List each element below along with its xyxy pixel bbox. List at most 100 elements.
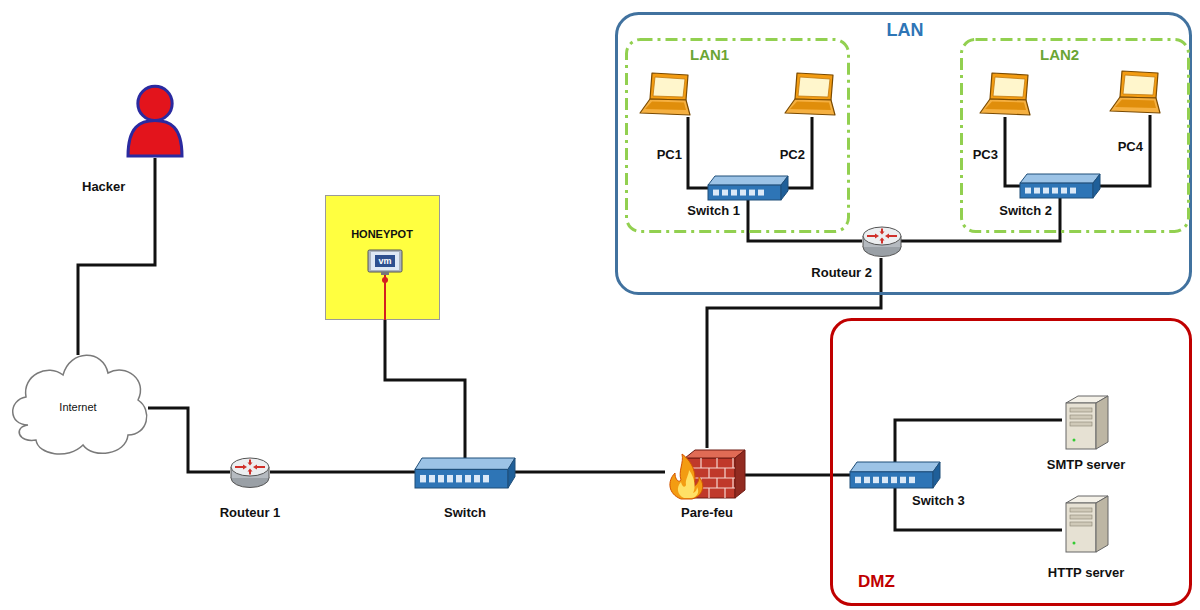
icon-part [867, 229, 897, 244]
icon-part [1020, 174, 1100, 183]
network-link [745, 474, 850, 477]
icon-part [909, 477, 915, 483]
laptop-symbol [785, 72, 835, 117]
icon-part [415, 469, 508, 488]
icon-part [758, 190, 764, 196]
icon-part [438, 475, 444, 482]
server-node: HTTP server [1062, 495, 1110, 553]
internet-cloud: Internet [8, 355, 148, 460]
icon-part [415, 458, 515, 469]
zone-title: LAN1 [690, 46, 729, 63]
router-symbol [230, 455, 270, 489]
vm-tag: vm [378, 255, 391, 267]
icon-part [708, 488, 709, 498]
switch-node: Switch [415, 458, 515, 488]
icon-part [832, 320, 1191, 605]
icon-part [990, 73, 1028, 100]
network-link [385, 320, 465, 458]
icon-part [1073, 542, 1076, 545]
switch-node: Switch 3 [850, 462, 940, 488]
icon-part [1123, 75, 1155, 95]
icon-part [447, 475, 453, 482]
lan-zone: PC1PC2Switch 1LAN1PC3PC4Switch 2LAN2Rout… [615, 12, 1192, 295]
icon-part [863, 227, 901, 245]
icon-part [375, 255, 395, 267]
icon-part [1043, 188, 1049, 194]
icon-part [850, 472, 933, 488]
device-label: Switch 3 [912, 494, 965, 509]
icon-part [731, 190, 737, 196]
pc-node: PC4 [1110, 70, 1160, 115]
icon-part [864, 477, 870, 483]
icon-part [1020, 183, 1093, 198]
lan1-zone: PC1PC2Switch 1LAN1 [625, 38, 850, 233]
icon-part [732, 458, 733, 468]
icon-part [248, 469, 253, 472]
icon-part [508, 458, 515, 488]
dmz-zone: Switch 3 SMTP serverHTTP serverDMZ [830, 318, 1192, 606]
icon-part [1034, 188, 1040, 194]
icon-part [735, 450, 745, 498]
laptop-symbol [980, 72, 1030, 117]
icon-part [1070, 515, 1092, 519]
zone-title: DMZ [858, 572, 895, 592]
network-link [895, 420, 1062, 462]
icon-part [13, 355, 147, 454]
zone-title: LAN2 [1040, 46, 1079, 63]
icon-part [880, 232, 885, 235]
icon-part [933, 462, 940, 488]
network-link [515, 471, 665, 474]
icon-part [708, 185, 781, 200]
icon-part [653, 77, 685, 97]
icon-part [368, 250, 402, 272]
zone-outline [960, 38, 1190, 233]
icon-part [1025, 188, 1031, 194]
device-label: Switch [444, 506, 486, 521]
hacker-figure [122, 80, 188, 158]
icon-part [724, 468, 725, 478]
device-label: Pare-feu [681, 506, 733, 521]
pc-node: PC3 [980, 72, 1030, 117]
icon-part [891, 477, 897, 483]
switch-symbol [415, 458, 515, 488]
icon-part [678, 470, 698, 498]
device-label: Hacker [82, 180, 125, 195]
pc-node: PC2 [785, 72, 835, 117]
network-link [748, 200, 862, 241]
icon-part [873, 477, 879, 483]
icon-part [700, 458, 701, 468]
network-link [1100, 115, 1150, 186]
firewall-node: Pare-feu [665, 448, 745, 500]
device-label: SMTP server [1047, 458, 1126, 473]
icon-part [456, 475, 462, 482]
icon-part [627, 40, 849, 232]
icon-part [650, 73, 688, 100]
cloud-label: Internet [59, 401, 96, 414]
switch-node: Switch 2 [1020, 174, 1100, 198]
device-label: Routeur 1 [220, 506, 281, 521]
hacker-node: Hacker [122, 80, 188, 158]
device-label: PC3 [973, 148, 998, 163]
router-node: Routeur 1 [230, 455, 270, 489]
icon-part [1096, 496, 1108, 552]
zone-title: LAN [887, 20, 924, 41]
icon-part [371, 252, 399, 270]
device-label: Switch 1 [687, 204, 740, 219]
icon-part [790, 102, 831, 111]
icon-part [382, 277, 388, 283]
icon-part [326, 196, 440, 320]
icon-part [1070, 522, 1092, 526]
icon-part [645, 102, 686, 111]
icon-part [880, 238, 885, 241]
lan2-zone: PC3PC4Switch 2LAN2 [960, 38, 1190, 233]
icon-part [231, 458, 269, 476]
icon-part [381, 272, 389, 275]
icon-part [1066, 503, 1096, 552]
device-label: PC4 [1118, 140, 1143, 155]
network-link [1005, 117, 1020, 186]
icon-part [993, 77, 1025, 97]
icon-part [1110, 97, 1160, 113]
icon-part [882, 477, 888, 483]
laptop-symbol [1110, 70, 1160, 115]
icon-part [617, 14, 1191, 294]
